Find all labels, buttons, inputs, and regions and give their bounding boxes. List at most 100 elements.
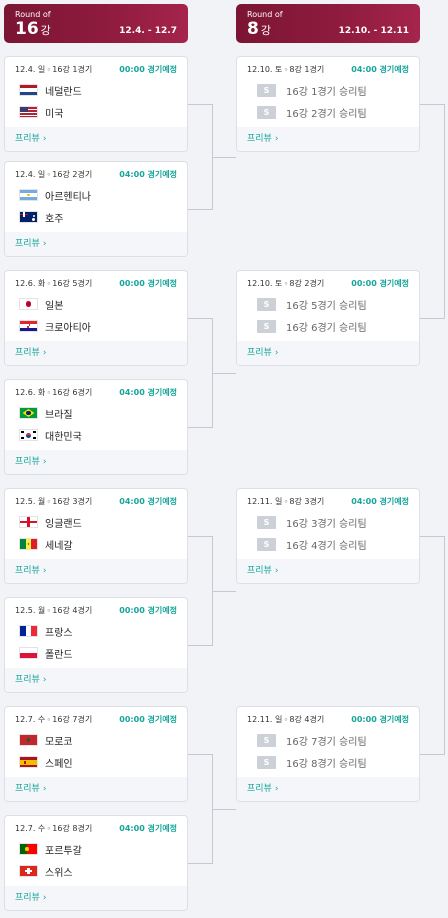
team-row[interactable]: 브라질 — [15, 405, 177, 421]
match-card-r16-5[interactable]: 12.5. 월∘16강 3경기 04:00 경기예정 잉글랜드 세네갈 프리뷰› — [4, 488, 188, 584]
team-row[interactable]: 스페인 — [15, 754, 177, 770]
match-card-r16-8[interactable]: 12.7. 수∘16강 8경기 04:00 경기예정 포르투갈 스위스 프리뷰› — [4, 815, 188, 911]
match-header: 12.5. 월∘16강 4경기 00:00 경기예정 — [15, 606, 177, 615]
team-row[interactable]: 호주 — [15, 209, 177, 225]
match-stage: 8강 3경기 — [289, 497, 325, 506]
match-header: 12.7. 수∘16강 8경기 04:00 경기예정 — [15, 824, 177, 833]
team-row[interactable]: 포르투갈 — [15, 841, 177, 857]
team-row[interactable]: 프랑스 — [15, 623, 177, 639]
team-row[interactable]: S 16강 1경기 승리팀 — [247, 82, 409, 98]
team-row[interactable]: 네덜란드 — [15, 82, 177, 98]
match-card-qf-1[interactable]: 12.10. 토∘8강 1경기 04:00 경기예정 S 16강 1경기 승리팀… — [236, 56, 420, 152]
match-card-r16-4[interactable]: 12.6. 화∘16강 6경기 04:00 경기예정 브라질 대한민국 프리뷰› — [4, 379, 188, 475]
match-date: 12.7. 수 — [15, 824, 46, 833]
preview-link[interactable]: 프리뷰› — [5, 559, 187, 583]
team-name: 크로아티아 — [45, 323, 91, 334]
team-name: 네덜란드 — [45, 87, 82, 98]
preview-link[interactable]: 프리뷰› — [5, 341, 187, 365]
team-row[interactable]: S 16강 2경기 승리팀 — [247, 104, 409, 120]
preview-link[interactable]: 프리뷰› — [5, 668, 187, 692]
match-stage: 16강 1경기 — [52, 65, 93, 74]
match-card-r16-7[interactable]: 12.7. 수∘16강 7경기 00:00 경기예정 모로코 스페인 프리뷰› — [4, 706, 188, 802]
match-card-r16-3[interactable]: 12.6. 화∘16강 5경기 00:00 경기예정 일본 크로아티아 프리뷰› — [4, 270, 188, 366]
match-stage: 8강 2경기 — [289, 279, 325, 288]
chevron-right-icon: › — [42, 457, 47, 467]
bracket-line — [444, 104, 445, 319]
brazil-flag-icon — [19, 407, 38, 419]
match-card-qf-2[interactable]: 12.10. 토∘8강 2경기 00:00 경기예정 S 16강 5경기 승리팀… — [236, 270, 420, 366]
match-date: 12.10. 토 — [247, 279, 283, 288]
match-time: 04:00 경기예정 — [351, 497, 409, 506]
match-stage: 16강 5경기 — [52, 279, 93, 288]
team-name: 브라질 — [45, 410, 73, 421]
bracket-line — [420, 536, 444, 537]
team-row[interactable]: S 16강 3경기 승리팀 — [247, 514, 409, 530]
match-card-r16-1[interactable]: 12.4. 일∘16강 1경기 00:00 경기예정 네덜란드 미국 프리뷰› — [4, 56, 188, 152]
team-row[interactable]: S 16강 4경기 승리팀 — [247, 536, 409, 552]
match-stage: 16강 6경기 — [52, 388, 93, 397]
preview-link[interactable]: 프리뷰› — [237, 341, 419, 365]
preview-link[interactable]: 프리뷰› — [5, 232, 187, 256]
match-time: 00:00 경기예정 — [119, 715, 177, 724]
placeholder-team-badge: S — [257, 734, 276, 747]
match-time: 04:00 경기예정 — [119, 170, 177, 179]
match-header: 12.4. 일∘16강 1경기 00:00 경기예정 — [15, 65, 177, 74]
match-card-r16-6[interactable]: 12.5. 월∘16강 4경기 00:00 경기예정 프랑스 폴란드 프리뷰› — [4, 597, 188, 693]
match-stage: 8강 1경기 — [289, 65, 325, 74]
team-row[interactable]: 일본 — [15, 296, 177, 312]
match-date: 12.10. 토 — [247, 65, 283, 74]
switzerland-flag-icon — [19, 865, 38, 877]
team-name: 프랑스 — [45, 628, 73, 639]
team-row[interactable]: 모로코 — [15, 732, 177, 748]
preview-link[interactable]: 프리뷰› — [5, 450, 187, 474]
netherlands-flag-icon — [19, 84, 38, 96]
team-name: 16강 6경기 승리팀 — [286, 323, 367, 334]
round-dates: 12.4. - 12.7 — [119, 26, 177, 36]
preview-link[interactable]: 프리뷰› — [237, 127, 419, 151]
match-header: 12.7. 수∘16강 7경기 00:00 경기예정 — [15, 715, 177, 724]
match-date: 12.4. 일 — [15, 170, 46, 179]
team-row[interactable]: S 16강 8경기 승리팀 — [247, 754, 409, 770]
match-date: 12.11. 일 — [247, 497, 283, 506]
team-row[interactable]: S 16강 5경기 승리팀 — [247, 296, 409, 312]
match-time: 04:00 경기예정 — [119, 824, 177, 833]
chevron-right-icon: › — [42, 566, 47, 576]
japan-flag-icon — [19, 298, 38, 310]
team-row[interactable]: S 16강 6경기 승리팀 — [247, 318, 409, 334]
bracket-line — [188, 863, 212, 864]
match-card-qf-4[interactable]: 12.11. 일∘8강 4경기 00:00 경기예정 S 16강 7경기 승리팀… — [236, 706, 420, 802]
team-name: 세네갈 — [45, 541, 73, 552]
team-row[interactable]: 잉글랜드 — [15, 514, 177, 530]
preview-link[interactable]: 프리뷰› — [5, 127, 187, 151]
team-row[interactable]: 크로아티아 — [15, 318, 177, 334]
match-time: 00:00 경기예정 — [119, 606, 177, 615]
senegal-flag-icon — [19, 538, 38, 550]
team-name: 아르헨티나 — [45, 192, 91, 203]
team-name: 잉글랜드 — [45, 519, 82, 530]
bracket-line — [444, 536, 445, 755]
match-time: 04:00 경기예정 — [119, 497, 177, 506]
preview-link[interactable]: 프리뷰› — [5, 777, 187, 801]
match-time: 00:00 경기예정 — [119, 279, 177, 288]
preview-link[interactable]: 프리뷰› — [5, 886, 187, 910]
team-row[interactable]: S 16강 7경기 승리팀 — [247, 732, 409, 748]
team-row[interactable]: 미국 — [15, 104, 177, 120]
team-row[interactable]: 스위스 — [15, 863, 177, 879]
team-row[interactable]: 폴란드 — [15, 645, 177, 661]
poland-flag-icon — [19, 647, 38, 659]
match-date: 12.6. 화 — [15, 279, 46, 288]
match-time: 00:00 경기예정 — [119, 65, 177, 74]
preview-link[interactable]: 프리뷰› — [237, 777, 419, 801]
bracket-line — [188, 209, 212, 210]
match-time: 04:00 경기예정 — [351, 65, 409, 74]
chevron-right-icon: › — [42, 893, 47, 903]
match-card-r16-2[interactable]: 12.4. 일∘16강 2경기 04:00 경기예정 아르헨티나 호주 프리뷰› — [4, 161, 188, 257]
team-row[interactable]: 대한민국 — [15, 427, 177, 443]
team-row[interactable]: 아르헨티나 — [15, 187, 177, 203]
match-card-qf-3[interactable]: 12.11. 일∘8강 3경기 04:00 경기예정 S 16강 3경기 승리팀… — [236, 488, 420, 584]
team-row[interactable]: 세네갈 — [15, 536, 177, 552]
round-dates: 12.10. - 12.11 — [338, 26, 409, 36]
preview-link[interactable]: 프리뷰› — [237, 559, 419, 583]
match-date: 12.5. 월 — [15, 606, 46, 615]
